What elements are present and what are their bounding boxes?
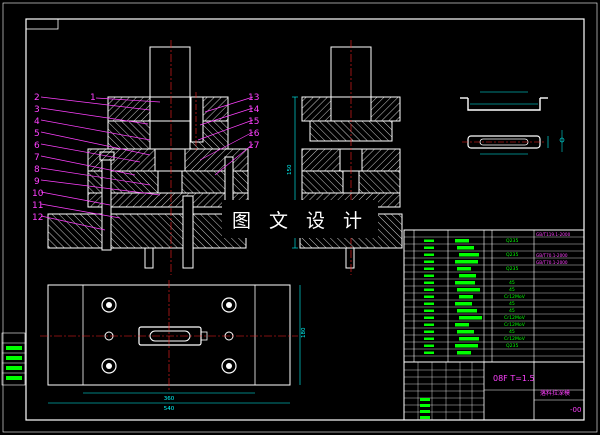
bom-name-cell xyxy=(457,267,471,271)
bom-name-cell xyxy=(459,274,476,278)
bom-code-cell xyxy=(424,337,434,340)
part-detail-view xyxy=(460,91,565,155)
watermark-text: 图 文 设 计 xyxy=(222,200,378,238)
part-number: 8 xyxy=(34,165,40,175)
bom-code-cell xyxy=(424,274,434,277)
part-numbers-left: 2 3 4 5 6 7 8 9 10 11 12 xyxy=(32,93,44,223)
part-number: 12 xyxy=(32,213,43,223)
part-number-top: 1 xyxy=(90,93,96,103)
bom-name-cell xyxy=(455,239,469,243)
part-number: 17 xyxy=(248,141,259,151)
part-number: 7 xyxy=(34,153,40,163)
bom-name-cell xyxy=(455,344,478,348)
title-cell xyxy=(420,410,430,413)
bom-material-cell: Cr12MoV xyxy=(504,315,526,321)
bom-name-cell xyxy=(457,246,474,250)
drawing-name: 落料拉深模 xyxy=(540,389,570,397)
bom-code-cell xyxy=(424,351,434,354)
margin-revision-table xyxy=(1,332,26,386)
dim-front-height: 150 xyxy=(287,164,293,175)
title-cell xyxy=(420,398,430,401)
part-number: 6 xyxy=(34,141,40,151)
binding-tab xyxy=(25,18,59,30)
plan-view xyxy=(40,280,298,392)
bom-standard-cell: GB/T70.1-2000 xyxy=(536,260,568,265)
dim-plan-inner-width: 360 xyxy=(164,396,175,402)
part-number: 11 xyxy=(32,201,43,211)
bom-material-cell: 45 xyxy=(509,280,515,286)
title-cell xyxy=(420,404,430,407)
drawing-code: -00 xyxy=(570,406,581,414)
bom-code-cell xyxy=(424,246,434,249)
leader-lines xyxy=(40,96,254,231)
front-section-view xyxy=(47,40,249,275)
bom-material-cell: 45 xyxy=(509,301,515,307)
bom-material-cell: Q235 xyxy=(506,343,518,349)
bom-material-cell: 45 xyxy=(509,308,515,314)
part-number: 10 xyxy=(32,189,44,199)
bom-name-cell xyxy=(455,260,478,264)
bom-name-cell xyxy=(457,288,480,292)
bom-material-cell: Q235 xyxy=(506,266,518,272)
bom-material-cell: Q235 xyxy=(506,238,518,244)
part-number: 13 xyxy=(248,93,259,103)
part-number: 3 xyxy=(34,105,40,115)
bom-code-cell xyxy=(424,309,434,312)
part-number: 5 xyxy=(34,129,40,139)
dimension-lines xyxy=(48,96,301,404)
bom-code-cell xyxy=(424,330,434,333)
bom-standard-cell: GB/T119.1-2000 xyxy=(536,232,571,237)
inner-frame xyxy=(25,18,585,421)
bom-name-cell xyxy=(455,302,472,306)
bom-code-cell xyxy=(424,239,434,242)
bom-material-cell: 45 xyxy=(509,287,515,293)
bom-name-cell xyxy=(459,253,479,257)
part-number: 15 xyxy=(248,117,259,127)
bom-material-cell: 45 xyxy=(509,329,515,335)
bom-name-cell xyxy=(459,337,479,341)
bom-code-cell xyxy=(424,260,434,263)
part-number: 2 xyxy=(34,93,40,103)
bom-table: Q235 Q235 Q235 45 45 45 Cr12MoV 45 Cr12M… xyxy=(403,229,585,363)
part-number: 16 xyxy=(248,129,260,139)
part-number: 4 xyxy=(34,117,40,127)
dim-plan-height: 180 xyxy=(301,327,307,338)
bom-code-cell xyxy=(424,316,434,319)
part-numbers-right: 13 14 15 16 17 xyxy=(248,93,260,151)
material-spec: 08F T=1.5 xyxy=(493,374,535,383)
bom-code-cell xyxy=(424,323,434,326)
bom-material-cell: Cr12MoV xyxy=(504,294,526,300)
part-number: 14 xyxy=(248,105,260,115)
bom-material-cell: Cr12MoV xyxy=(504,336,526,342)
bom-code-cell xyxy=(424,288,434,291)
bom-name-cell xyxy=(455,323,469,327)
title-cell xyxy=(420,416,430,419)
bom-name-cell xyxy=(457,351,471,355)
bom-name-cell xyxy=(455,281,475,285)
bom-name-cell xyxy=(459,295,473,299)
bom-code-cell xyxy=(424,267,434,270)
side-section-view xyxy=(299,40,403,275)
part-number: 9 xyxy=(34,177,40,187)
bom-code-cell xyxy=(424,281,434,284)
bom-name-cell xyxy=(459,316,482,320)
bom-code-cell xyxy=(424,295,434,298)
bom-name-cell xyxy=(457,309,477,313)
bom-material-cell: Q235 xyxy=(506,252,518,258)
bom-material-cell: Cr12MoV xyxy=(504,322,526,328)
dim-plan-outer-width: 540 xyxy=(164,406,175,412)
bom-code-cell xyxy=(424,302,434,305)
title-block xyxy=(403,361,585,421)
bom-name-cell xyxy=(457,330,474,334)
bom-code-cell xyxy=(424,344,434,347)
bom-standard-cell: GB/T70.1-2000 xyxy=(536,253,568,258)
bom-code-cell xyxy=(424,253,434,256)
